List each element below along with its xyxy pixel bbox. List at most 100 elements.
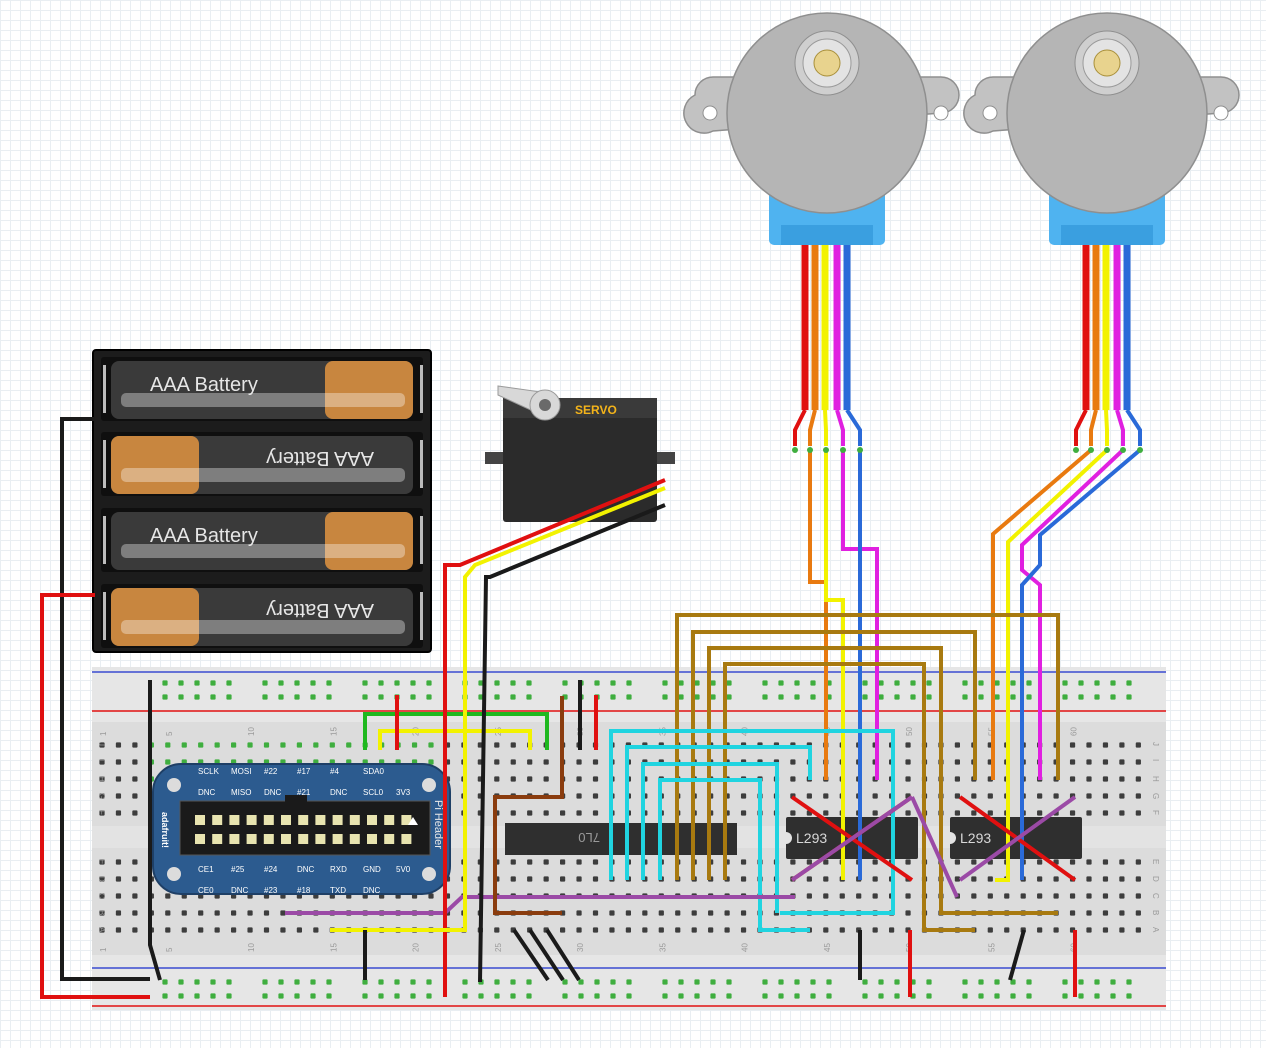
breadboard-hole[interactable] xyxy=(494,742,500,748)
breadboard-hole[interactable] xyxy=(560,927,566,933)
breadboard-hole[interactable] xyxy=(362,694,368,700)
breadboard-hole[interactable] xyxy=(1119,759,1125,765)
breadboard-hole[interactable] xyxy=(1102,810,1109,816)
breadboard-hole[interactable] xyxy=(410,680,416,686)
breadboard-hole[interactable] xyxy=(710,993,716,999)
breadboard-hole[interactable] xyxy=(426,979,432,985)
breadboard-hole[interactable] xyxy=(878,993,884,999)
breadboard-hole[interactable] xyxy=(1102,759,1109,765)
breadboard-hole[interactable] xyxy=(198,910,204,916)
breadboard-hole[interactable] xyxy=(1110,680,1116,686)
breadboard-hole[interactable] xyxy=(978,979,984,985)
breadboard-hole[interactable] xyxy=(609,927,615,933)
breadboard-hole[interactable] xyxy=(326,694,332,700)
breadboard-hole[interactable] xyxy=(790,776,796,782)
breadboard-hole[interactable] xyxy=(510,810,516,816)
breadboard-hole[interactable] xyxy=(462,993,468,999)
breadboard-hole[interactable] xyxy=(662,993,668,999)
breadboard-hole[interactable] xyxy=(310,993,316,999)
breadboard-hole[interactable] xyxy=(310,694,316,700)
breadboard-hole[interactable] xyxy=(978,993,984,999)
breadboard-hole[interactable] xyxy=(1102,910,1109,916)
breadboard-hole[interactable] xyxy=(99,893,105,899)
breadboard-hole[interactable] xyxy=(994,979,1000,985)
breadboard-hole[interactable] xyxy=(247,742,253,748)
breadboard-hole[interactable] xyxy=(1069,859,1076,865)
breadboard-hole[interactable] xyxy=(1026,680,1032,686)
breadboard-hole[interactable] xyxy=(510,859,516,865)
breadboard-hole[interactable] xyxy=(987,893,993,899)
breadboard-hole[interactable] xyxy=(662,979,668,985)
breadboard-hole[interactable] xyxy=(428,759,434,765)
breadboard-hole[interactable] xyxy=(872,793,878,799)
breadboard-hole[interactable] xyxy=(762,993,768,999)
breadboard-hole[interactable] xyxy=(1053,876,1059,882)
breadboard-hole[interactable] xyxy=(198,927,204,933)
breadboard-hole[interactable] xyxy=(115,742,122,748)
breadboard-hole[interactable] xyxy=(99,876,105,882)
breadboard-hole[interactable] xyxy=(1078,993,1084,999)
breadboard-hole[interactable] xyxy=(313,927,319,933)
stepper-motor-icon[interactable] xyxy=(963,12,1240,245)
breadboard-hole[interactable] xyxy=(346,742,352,748)
breadboard-hole[interactable] xyxy=(1094,993,1100,999)
breadboard-hole[interactable] xyxy=(194,993,200,999)
breadboard-hole[interactable] xyxy=(806,793,812,799)
breadboard-hole[interactable] xyxy=(740,859,747,865)
breadboard-hole[interactable] xyxy=(878,694,884,700)
breadboard-hole[interactable] xyxy=(115,793,122,799)
breadboard-hole[interactable] xyxy=(1037,876,1043,882)
breadboard-hole[interactable] xyxy=(878,680,884,686)
breadboard-hole[interactable] xyxy=(1037,793,1043,799)
breadboard-hole[interactable] xyxy=(115,859,122,865)
breadboard-hole[interactable] xyxy=(115,776,122,782)
breadboard-hole[interactable] xyxy=(198,742,204,748)
breadboard-hole[interactable] xyxy=(678,993,684,999)
breadboard-hole[interactable] xyxy=(294,993,300,999)
breadboard-hole[interactable] xyxy=(1102,776,1109,782)
breadboard-hole[interactable] xyxy=(576,859,582,865)
breadboard-hole[interactable] xyxy=(1053,927,1059,933)
breadboard-hole[interactable] xyxy=(132,793,138,799)
breadboard-hole[interactable] xyxy=(987,793,993,799)
breadboard-hole[interactable] xyxy=(1102,927,1109,933)
breadboard-hole[interactable] xyxy=(326,680,332,686)
breadboard-hole[interactable] xyxy=(1026,694,1032,700)
breadboard-hole[interactable] xyxy=(99,859,105,865)
breadboard-hole[interactable] xyxy=(1086,859,1092,865)
breadboard-hole[interactable] xyxy=(262,979,268,985)
breadboard-hole[interactable] xyxy=(263,742,270,748)
breadboard-hole[interactable] xyxy=(1010,680,1016,686)
breadboard-hole[interactable] xyxy=(99,927,105,933)
breadboard-hole[interactable] xyxy=(726,993,732,999)
breadboard-hole[interactable] xyxy=(778,680,784,686)
breadboard-hole[interactable] xyxy=(806,876,812,882)
breadboard-hole[interactable] xyxy=(894,993,900,999)
breadboard-hole[interactable] xyxy=(262,694,268,700)
breadboard-hole[interactable] xyxy=(1110,694,1116,700)
breadboard-hole[interactable] xyxy=(1135,793,1141,799)
breadboard-hole[interactable] xyxy=(1119,810,1125,816)
breadboard-hole[interactable] xyxy=(726,979,732,985)
breadboard-hole[interactable] xyxy=(214,927,220,933)
breadboard-hole[interactable] xyxy=(1062,979,1068,985)
breadboard-hole[interactable] xyxy=(823,893,829,899)
breadboard-hole[interactable] xyxy=(543,776,549,782)
breadboard-hole[interactable] xyxy=(115,910,122,916)
breadboard-hole[interactable] xyxy=(362,993,368,999)
breadboard-hole[interactable] xyxy=(810,694,816,700)
breadboard-hole[interactable] xyxy=(954,776,960,782)
breadboard-hole[interactable] xyxy=(1086,893,1092,899)
breadboard-hole[interactable] xyxy=(954,859,960,865)
breadboard-hole[interactable] xyxy=(662,680,668,686)
breadboard-hole[interactable] xyxy=(262,993,268,999)
breadboard-hole[interactable] xyxy=(99,759,105,765)
breadboard-hole[interactable] xyxy=(280,927,286,933)
breadboard-hole[interactable] xyxy=(962,680,968,686)
breadboard-hole[interactable] xyxy=(592,793,599,799)
breadboard-hole[interactable] xyxy=(115,810,122,816)
breadboard-hole[interactable] xyxy=(905,859,911,865)
breadboard-hole[interactable] xyxy=(987,927,993,933)
breadboard-hole[interactable] xyxy=(132,810,138,816)
breadboard-hole[interactable] xyxy=(926,993,932,999)
